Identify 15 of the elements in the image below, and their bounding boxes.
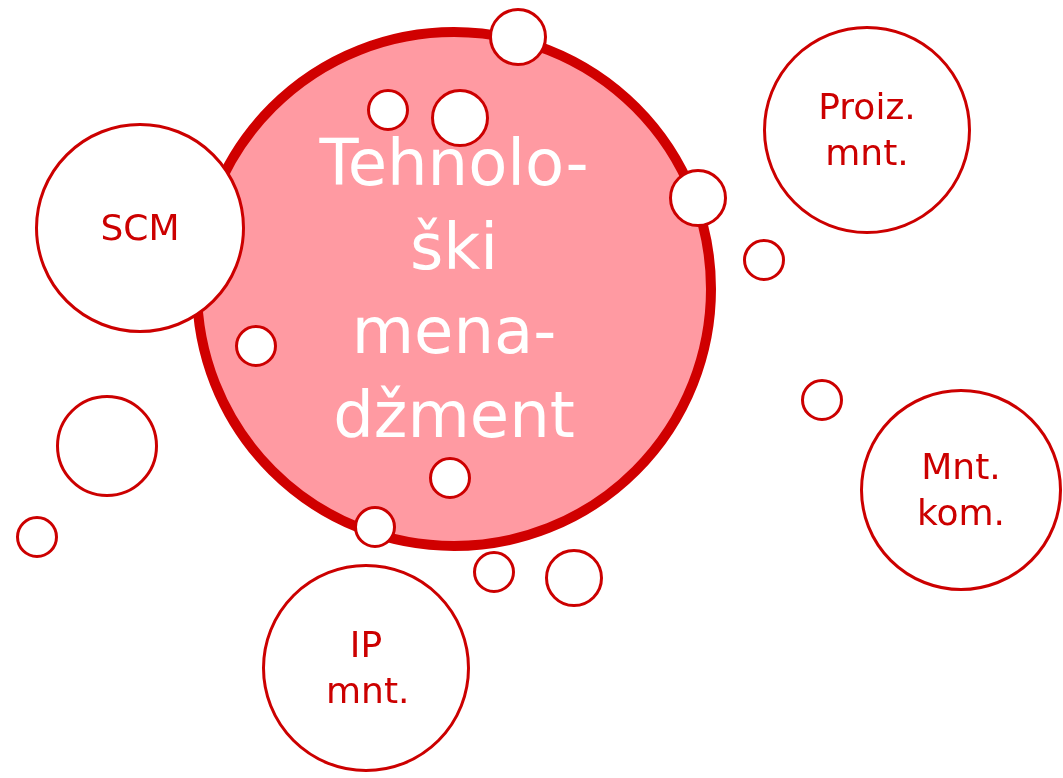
empty-circle: [545, 549, 603, 607]
empty-circle: [801, 379, 843, 421]
topic-label: Proiz. mnt.: [817, 85, 917, 175]
empty-circle: [429, 457, 471, 499]
empty-circle: [16, 516, 58, 558]
topic-label: SCM: [99, 206, 181, 250]
empty-circle: [235, 325, 277, 367]
topic-label: IP mnt.: [326, 623, 406, 713]
empty-circle: [367, 89, 409, 131]
topic-label: Mnt. kom.: [915, 445, 1007, 535]
empty-circle: [489, 8, 547, 66]
empty-circle: [743, 239, 785, 281]
empty-circle: [473, 551, 515, 593]
empty-circle: [669, 169, 727, 227]
main-topic-label: Tehnolo- ški mena- džment: [318, 125, 590, 454]
